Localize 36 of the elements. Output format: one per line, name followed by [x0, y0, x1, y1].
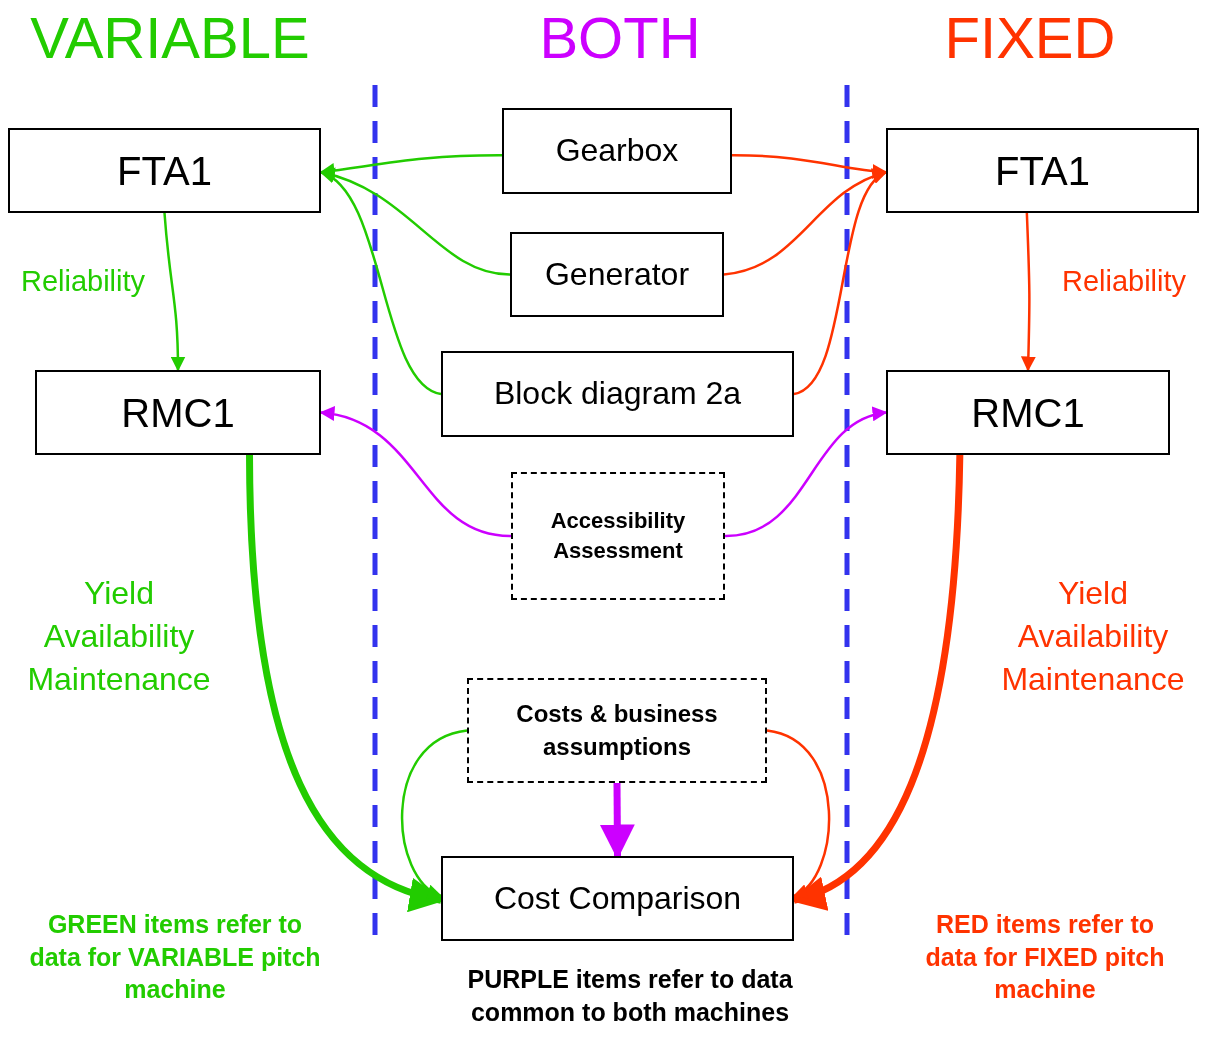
box-label: FTA1	[995, 147, 1090, 195]
box-label: RMC1	[121, 389, 235, 437]
dashed-box	[467, 678, 767, 783]
process-box	[8, 128, 321, 213]
edge-label: Reliability	[1060, 264, 1188, 299]
process-box	[441, 856, 794, 941]
box-label: Generator	[544, 254, 690, 294]
arrow	[724, 408, 888, 538]
column-heading: VARIABLE	[29, 4, 311, 72]
box-label: Costs & business assumptions	[515, 699, 719, 762]
box-label: Cost Comparison	[493, 878, 742, 918]
box-label: Accessibility Assessment	[549, 507, 687, 565]
arrow	[793, 171, 888, 396]
process-box	[886, 128, 1199, 213]
arrow	[401, 729, 468, 898]
box-label: RMC1	[971, 389, 1085, 437]
process-box	[35, 370, 321, 455]
arrow	[766, 729, 831, 898]
column-heading: BOTH	[538, 4, 702, 72]
process-box	[441, 351, 794, 437]
process-box	[886, 370, 1170, 455]
note: GREEN items refer to data for VARIABLE pitch machine	[28, 909, 322, 1005]
process-box	[510, 232, 724, 317]
arrow	[1020, 212, 1036, 372]
column-heading: FIXED	[943, 4, 1117, 72]
arrow	[163, 212, 186, 372]
box-label: FTA1	[117, 147, 212, 195]
edge-label: Yield Availability Maintenance	[26, 574, 212, 700]
box-label: Block diagram 2a	[493, 374, 742, 414]
dashed-box	[511, 472, 725, 600]
process-box	[502, 108, 732, 194]
edge-label: Yield Availability Maintenance	[1000, 574, 1186, 700]
edge-label: Reliability	[19, 264, 147, 299]
note: PURPLE items refer to data common to both machines	[466, 964, 794, 1028]
box-label: Gearbox	[555, 131, 679, 171]
note: RED items refer to data for FIXED pitch machine	[924, 909, 1166, 1005]
